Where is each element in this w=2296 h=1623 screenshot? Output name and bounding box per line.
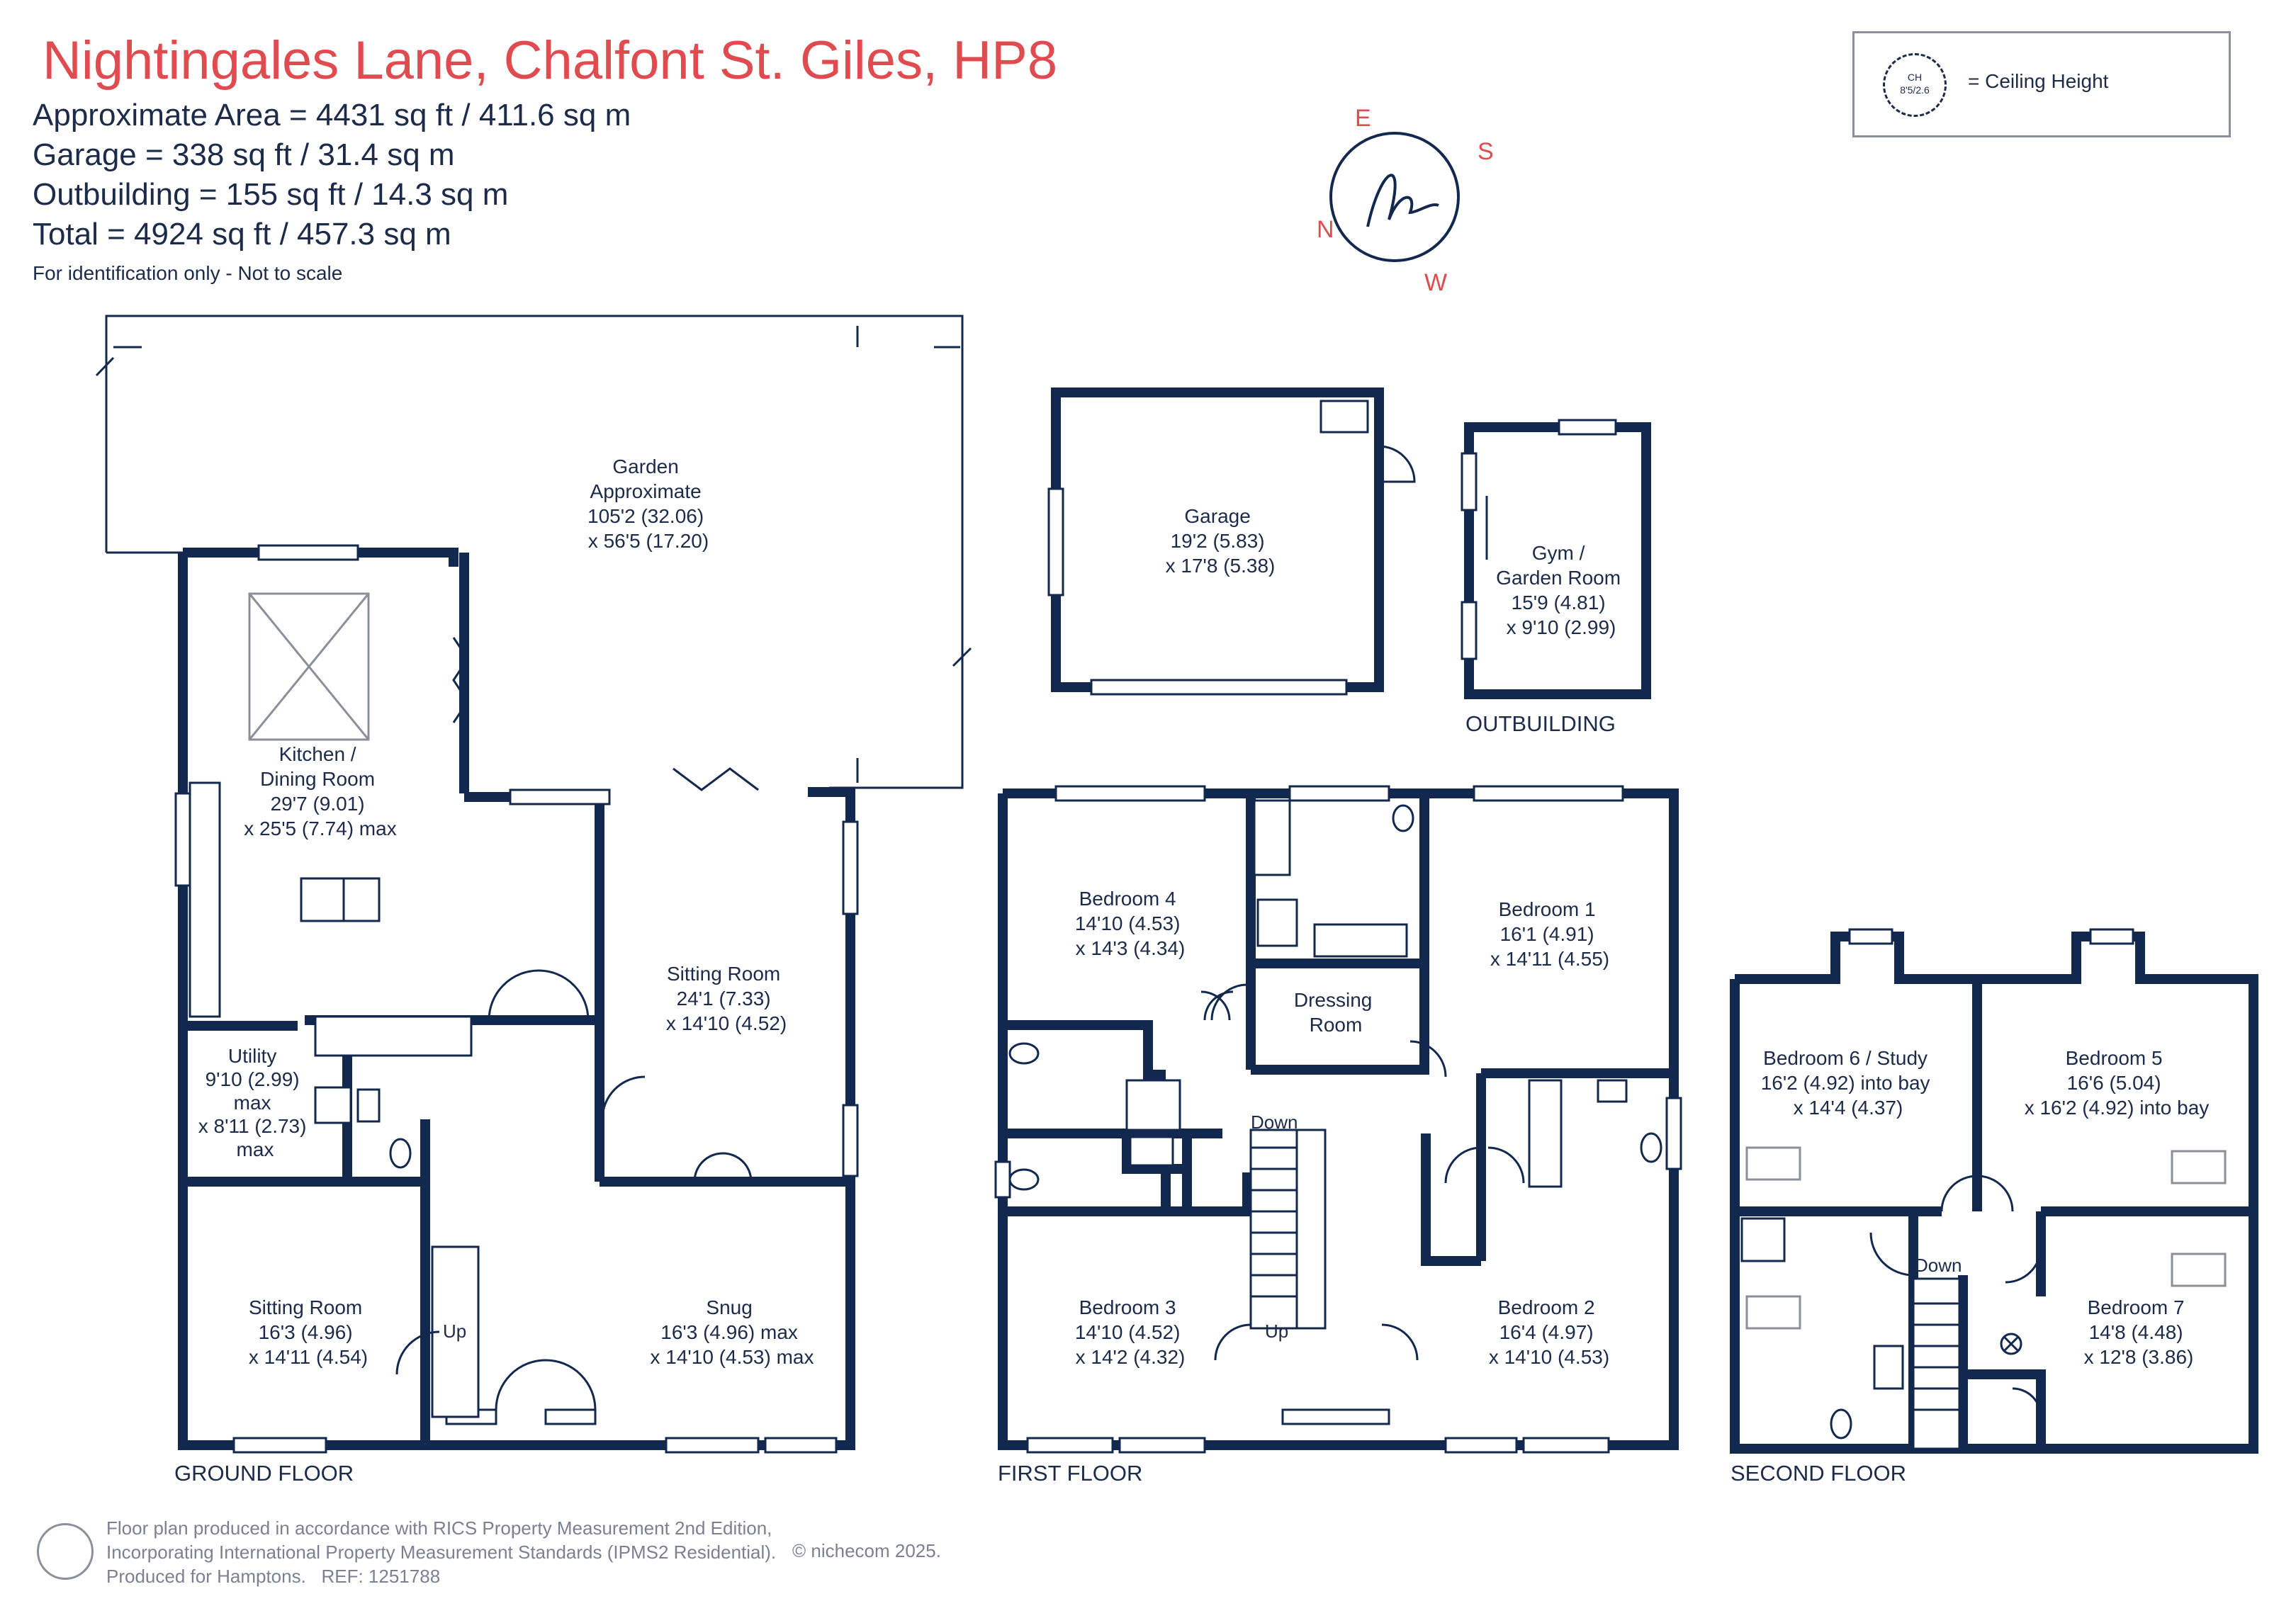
legend-text: = Ceiling Height [1968, 70, 2109, 92]
compass-icon: N E S W [1317, 105, 1494, 296]
copyright: © nichecom 2025. [792, 1540, 941, 1561]
outbuilding-area: Outbuilding = 155 sq ft / 14.3 sq m [33, 177, 509, 212]
sitting-room-large-label: Sitting Room 24'1 (7.33) x 14'10 (4.52) [666, 963, 787, 1034]
bedroom-3-label: Bedroom 3 14'10 (4.52) x 14'2 (4.32) [1075, 1296, 1186, 1368]
badge-line2: 8'5/2.6 [1900, 84, 1930, 96]
footer-line2: Incorporating International Property Mea… [106, 1542, 777, 1563]
garden-label: Garden Approximate 105'2 (32.06) x 56'5 … [587, 456, 709, 552]
dressing-room-label: Dressing Room [1294, 989, 1378, 1036]
footer-ref: REF: 1251788 [321, 1566, 441, 1587]
outbuilding-plan [1461, 419, 1651, 699]
disclaimer: For identification only - Not to scale [33, 262, 343, 284]
second-floor-label: SECOND FLOOR [1731, 1461, 1906, 1486]
ceiling-height-badge-icon: CH 8'5/2.6 [1883, 53, 1947, 117]
utility-label: Utility 9'10 (2.99) max x 8'11 (2.73) ma… [198, 1045, 312, 1160]
page-title: Nightingales Lane, Chalfont St. Giles, H… [43, 30, 1058, 91]
second-floor-plan [1730, 928, 2258, 1454]
first-floor-plan [994, 785, 1682, 1454]
garage-plan [1047, 388, 1416, 696]
snug-label: Snug 16'3 (4.96) max x 14'10 (4.53) max [650, 1296, 814, 1368]
compass-n: N [1317, 216, 1334, 243]
total-area: Total = 4924 sq ft / 457.3 sq m [33, 217, 451, 251]
bedroom-1-label: Bedroom 1 16'1 (4.91) x 14'11 (4.55) [1490, 898, 1609, 970]
ground-floor-plan [174, 544, 859, 1454]
stairs-up-ground: Up [443, 1321, 466, 1342]
ceiling-height-legend: CH 8'5/2.6 = Ceiling Height [1852, 31, 2231, 137]
sitting-room-small-label: Sitting Room 16'3 (4.96) x 14'11 (4.54) [249, 1296, 368, 1368]
compass-w: W [1424, 269, 1447, 296]
footer-line1: Floor plan produced in accordance with R… [106, 1517, 772, 1539]
badge-line1: CH [1907, 72, 1923, 83]
compass-e: E [1355, 105, 1371, 132]
gym-garden-room-label: Gym / Garden Room 15'9 (4.81) x 9'10 (2.… [1496, 542, 1626, 638]
compass-s: S [1478, 138, 1494, 165]
bedroom-5-label: Bedroom 5 16'6 (5.04) x 16'2 (4.92) into… [2025, 1047, 2210, 1119]
footer-line3-wrap: Produced for Hamptons. REF: 1251788 [106, 1564, 776, 1588]
person-icon [37, 1523, 94, 1580]
kitchen-dining-label: Kitchen / Dining Room 29'7 (9.01) x 25'5… [244, 743, 396, 839]
footer-notes: Floor plan produced in accordance with R… [106, 1516, 776, 1588]
first-floor-label: FIRST FLOOR [998, 1461, 1142, 1486]
bedroom-4-label: Bedroom 4 14'10 (4.53) x 14'3 (4.34) [1075, 888, 1186, 959]
garage-area: Garage = 338 sq ft / 31.4 sq m [33, 137, 455, 172]
approximate-area: Approximate Area = 4431 sq ft / 411.6 sq… [33, 98, 631, 132]
stairs-down-second: Down [1915, 1255, 1962, 1276]
garage-label: Garage 19'2 (5.83) x 17'8 (5.38) [1166, 505, 1276, 577]
bedroom-7-label: Bedroom 7 14'8 (4.48) x 12'8 (3.86) [2084, 1296, 2194, 1368]
bedroom-2-label: Bedroom 2 16'4 (4.97) x 14'10 (4.53) [1489, 1296, 1609, 1368]
ground-floor-label: GROUND FLOOR [174, 1461, 354, 1486]
footer-line3: Produced for Hamptons. [106, 1566, 306, 1587]
bedroom-6-study-label: Bedroom 6 / Study 16'2 (4.92) into bay x… [1761, 1047, 1936, 1119]
outbuilding-label: OUTBUILDING [1465, 711, 1616, 736]
stairs-up-first: Up [1265, 1321, 1288, 1342]
stairs-down-first: Down [1251, 1112, 1298, 1133]
